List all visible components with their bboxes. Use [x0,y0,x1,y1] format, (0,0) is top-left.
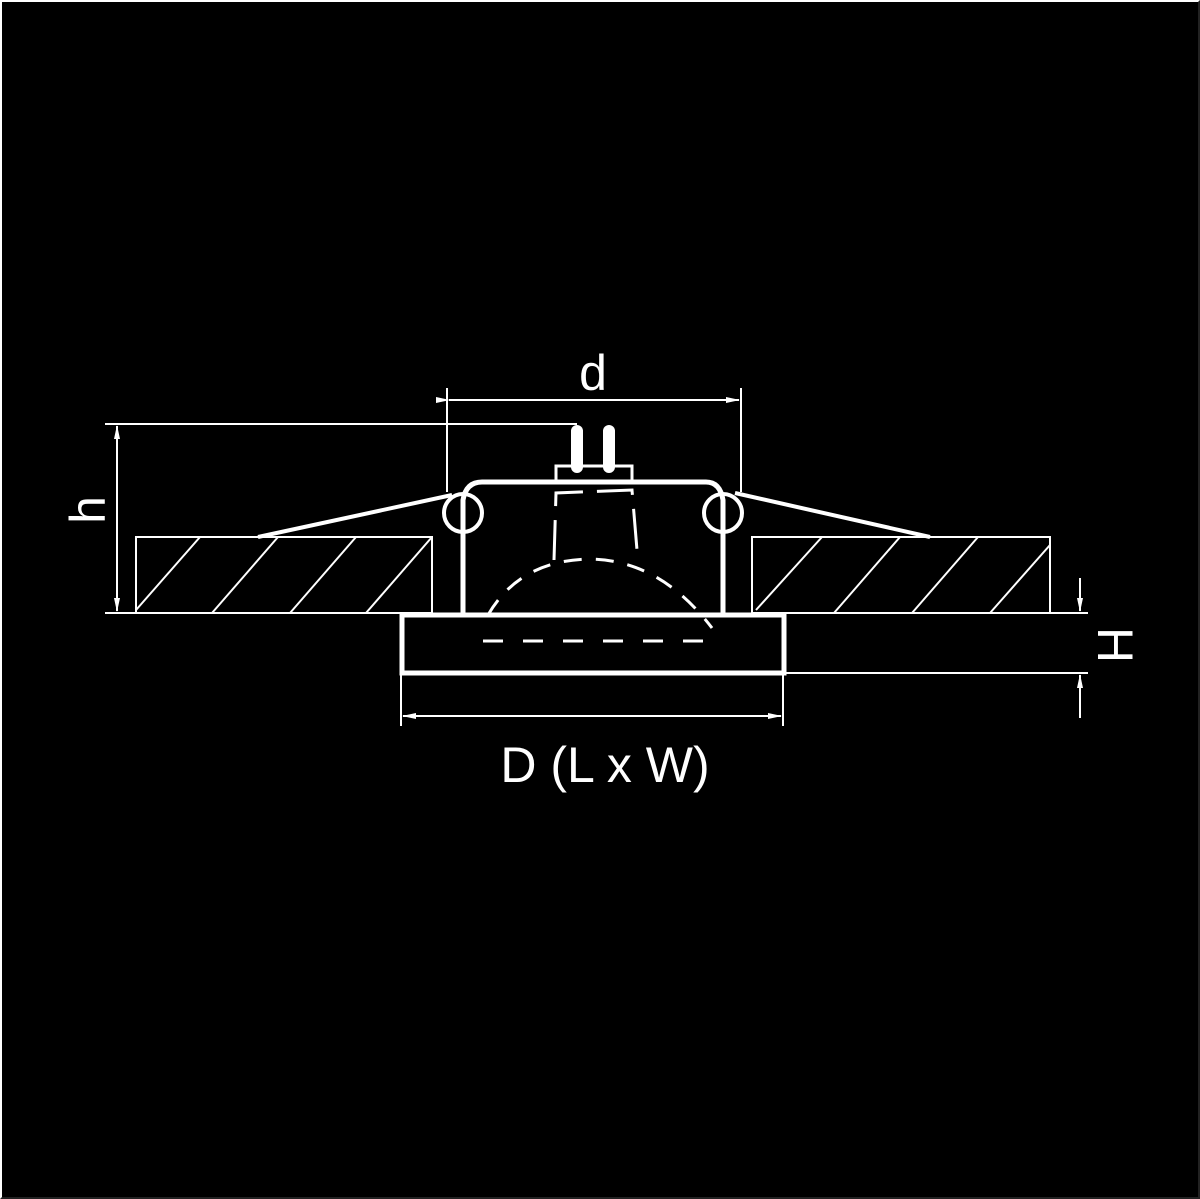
lamp-reflector [486,557,714,629]
dimension-h [105,423,577,614]
label-h: h [60,496,116,524]
label-H: H [1087,627,1143,663]
label-d: d [579,345,607,401]
trim-plate [399,612,787,676]
spring-clip-right [702,492,744,534]
dimension-d [436,388,742,492]
spring-right [734,491,931,539]
dimension-H [784,578,1088,718]
lamp-neck [552,488,640,563]
dimension-D [400,675,784,726]
lamp-pin-right [603,425,615,473]
ceiling-right [751,536,1051,614]
housing [460,479,726,613]
label-D: D (L x W) [500,737,709,793]
spring-clip-left [442,492,484,534]
lamp-base [554,464,634,482]
ceiling-left [135,536,433,614]
spring-left [257,493,453,539]
lamp-pin-left [571,425,583,473]
